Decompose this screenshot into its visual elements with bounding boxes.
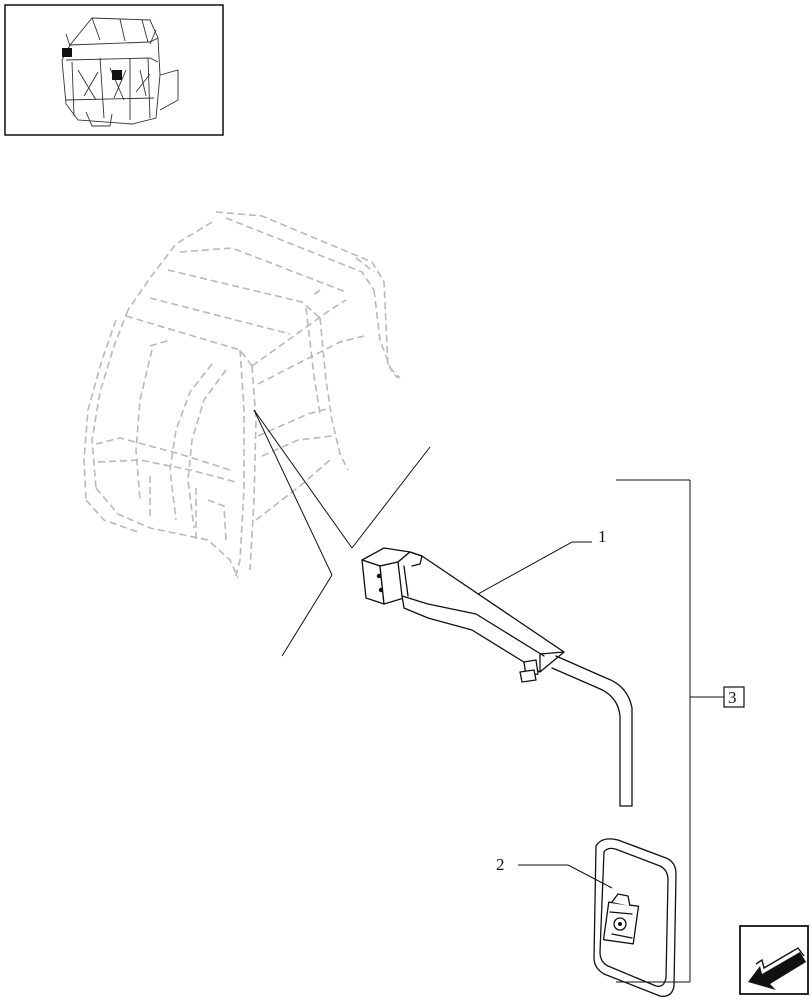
callout-2: 2 <box>496 855 613 889</box>
thumbnail-mirror-right <box>112 70 122 80</box>
detail-zoom-lines <box>253 409 431 657</box>
next-page-button[interactable] <box>739 925 809 995</box>
callout-1: 1 <box>477 527 607 595</box>
callout-label-2: 2 <box>496 855 505 874</box>
group-ref-box <box>723 686 745 708</box>
thumbnail-mirror-left <box>62 48 72 57</box>
tractor-cab-outline-dashed <box>83 211 401 579</box>
tractor-cab-with-mirrors-icon <box>61 17 179 127</box>
mirror-support-arm-icon <box>361 547 633 807</box>
next-page-arrow-icon <box>748 947 806 990</box>
callout-label-1: 1 <box>598 527 607 546</box>
group-bracket-3: 3 <box>616 479 745 983</box>
group-ref-label: 3 <box>728 688 737 707</box>
rear-view-mirror-icon <box>593 838 677 997</box>
overview-thumbnail <box>4 4 224 136</box>
